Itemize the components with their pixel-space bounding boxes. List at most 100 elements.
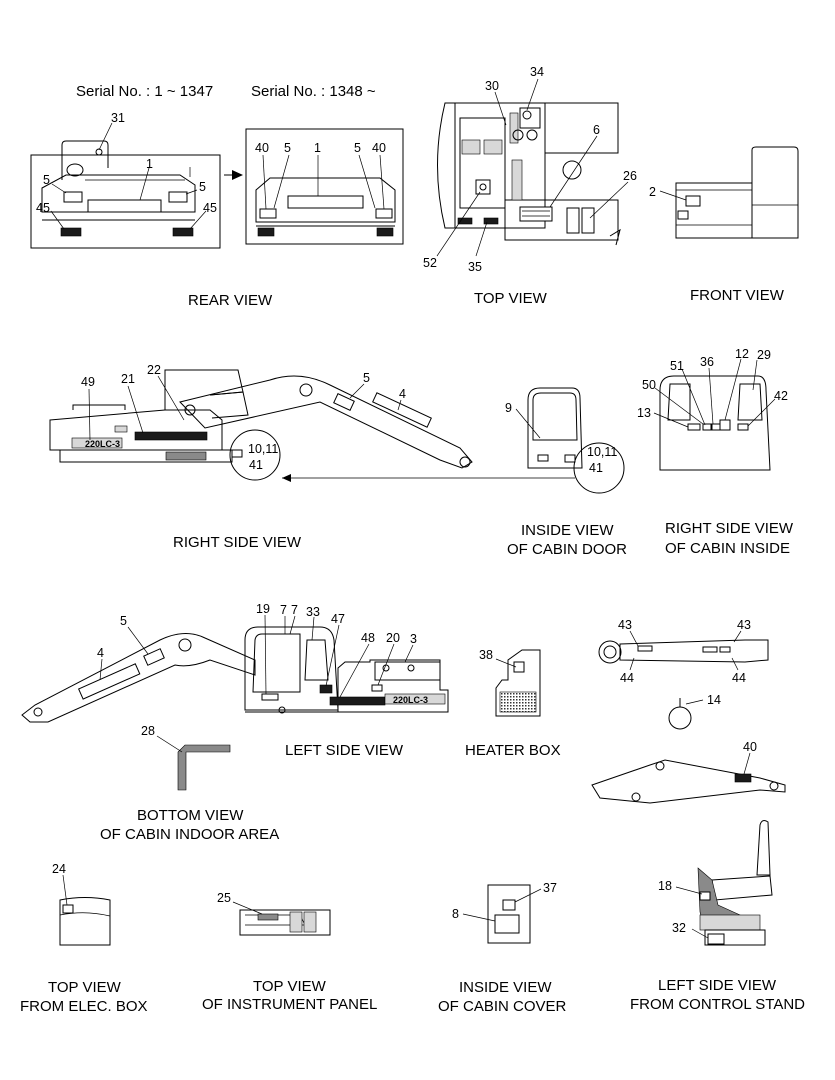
- front-seat-back: [751, 146, 799, 239]
- left-boom: [21, 633, 256, 723]
- cabin-cover-outline: [487, 884, 531, 944]
- decal-5-left: [143, 648, 165, 666]
- caption-cabin-cover-line1: INSIDE VIEW: [459, 979, 552, 996]
- right-track: [59, 449, 233, 463]
- decal-4-left: [77, 663, 141, 700]
- rear-old-mirror: [66, 163, 84, 177]
- caption-left-side-view: LEFT SIDE VIEW: [285, 742, 404, 759]
- callout-33: 33: [306, 605, 320, 619]
- callout-1: 1: [314, 141, 321, 155]
- callout-6: 6: [593, 123, 600, 137]
- decal-1-old: [87, 199, 162, 213]
- callout-30: 30: [485, 79, 499, 93]
- boom-top-group: 43 43 44 44: [598, 618, 769, 685]
- left-side-view-group: 220LC-3 19 7 7 33 47 5 48 20 3 4 LEFT SI…: [21, 602, 449, 759]
- decal-45-old-left: [60, 227, 82, 237]
- cabin-door-group: 9 10,11 41 INSIDE VIEW OF CABIN DOOR: [505, 387, 627, 558]
- callout-47: 47: [331, 612, 345, 626]
- decal-6: [519, 206, 553, 222]
- decal-12: [719, 419, 731, 431]
- callout-42: 42: [774, 389, 788, 403]
- rear-view-new-frame: [245, 128, 404, 245]
- top-front-cab-curve: [437, 102, 456, 229]
- decal-20: [371, 684, 383, 692]
- decal-30: [509, 112, 519, 144]
- rear-old-beacon: [95, 148, 103, 156]
- callout-48: 48: [361, 631, 375, 645]
- callout-49: 49: [81, 375, 95, 389]
- elec-box-outline: [59, 897, 111, 946]
- control-stand-group: 18 32 LEFT SIDE VIEW FROM CONTROL STAND: [630, 820, 805, 1013]
- callout-13: 13: [637, 406, 651, 420]
- decal-18: [699, 891, 711, 901]
- heater-grille: [499, 691, 537, 713]
- callout-43: 43: [618, 618, 632, 632]
- caption-cabin-door-line2: OF CABIN DOOR: [507, 541, 627, 558]
- callout-5: 5: [120, 614, 127, 628]
- seat-cushion: [711, 875, 773, 901]
- decal-bumper-right: [376, 227, 394, 237]
- rear-old-cab-frame: [61, 140, 109, 180]
- caption-cabin-inside-line1: RIGHT SIDE VIEW: [665, 520, 794, 537]
- decal-32: [707, 933, 725, 945]
- decal-45-old-right: [172, 227, 194, 237]
- callout-51: 51: [670, 359, 684, 373]
- caption-cabin-inside-line2: OF CABIN INSIDE: [665, 540, 790, 557]
- caption-instrument-panel-line2: OF INSTRUMENT PANEL: [202, 996, 377, 1013]
- serial-label-old: Serial No. : 1 ~ 1347: [76, 83, 213, 100]
- callout-43: 43: [737, 618, 751, 632]
- callout-5: 5: [199, 180, 206, 194]
- caption-control-stand-line1: LEFT SIDE VIEW: [658, 977, 777, 994]
- callout-25: 25: [217, 891, 231, 905]
- right-boom: [179, 375, 473, 469]
- decal-48: [329, 696, 386, 706]
- callout-36: 36: [700, 355, 714, 369]
- callout-26: 26: [623, 169, 637, 183]
- arm-group: 40: [591, 740, 786, 804]
- door-detail-circle: [573, 442, 625, 494]
- callout-41: 41: [589, 461, 603, 475]
- heater-box-group: 38 HEATER BOX: [465, 648, 561, 759]
- cabin-cover-group: 37 8 INSIDE VIEW OF CABIN COVER: [438, 881, 567, 1015]
- decal-19: [261, 693, 279, 701]
- callout-37: 37: [543, 881, 557, 895]
- right-cab-outline: [164, 369, 244, 410]
- callout-10-11: 10,11: [248, 442, 278, 456]
- callout-2: 2: [649, 185, 656, 199]
- caption-cabin-door-line1: INSIDE VIEW: [521, 522, 614, 539]
- instrument-panel-group: 25 TOP VIEW OF INSTRUMENT PANEL: [202, 891, 377, 1013]
- ring-group: 14: [668, 693, 721, 730]
- callout-35: 35: [468, 260, 482, 274]
- callout-40: 40: [255, 141, 269, 155]
- decal-40-arm: [734, 773, 752, 783]
- arm-outline: [591, 759, 786, 804]
- decal-5-old-left: [63, 191, 83, 203]
- caption-right-side-view: RIGHT SIDE VIEW: [173, 534, 302, 551]
- callout-21: 21: [121, 372, 135, 386]
- model-badge-right: 220LC-3: [85, 439, 120, 449]
- callout-29: 29: [757, 348, 771, 362]
- caption-elec-box-line1: TOP VIEW: [48, 979, 122, 996]
- caption-bottom-view-line2: OF CABIN INDOOR AREA: [100, 826, 279, 843]
- right-upper-body: [49, 409, 223, 451]
- callout-19: 19: [256, 602, 270, 616]
- callout-5: 5: [284, 141, 291, 155]
- caption-instrument-panel-line1: TOP VIEW: [253, 978, 327, 995]
- left-cab-outline: [244, 626, 339, 711]
- callout-18: 18: [658, 879, 672, 893]
- callout-14: 14: [707, 693, 721, 707]
- decal-1-new: [287, 195, 364, 209]
- callout-5: 5: [363, 371, 370, 385]
- seat-backrest: [756, 820, 771, 876]
- callout-10-11: 10,11: [587, 445, 617, 459]
- callout-28: 28: [141, 724, 155, 738]
- decal-47: [319, 684, 333, 694]
- callout-5: 5: [43, 173, 50, 187]
- decal-42: [737, 423, 749, 431]
- callout-7: 7: [291, 603, 298, 617]
- callout-52: 52: [423, 256, 437, 270]
- caption-elec-box-line2: FROM ELEC. BOX: [20, 998, 148, 1015]
- callout-50: 50: [642, 378, 656, 392]
- callout-45: 45: [36, 201, 50, 215]
